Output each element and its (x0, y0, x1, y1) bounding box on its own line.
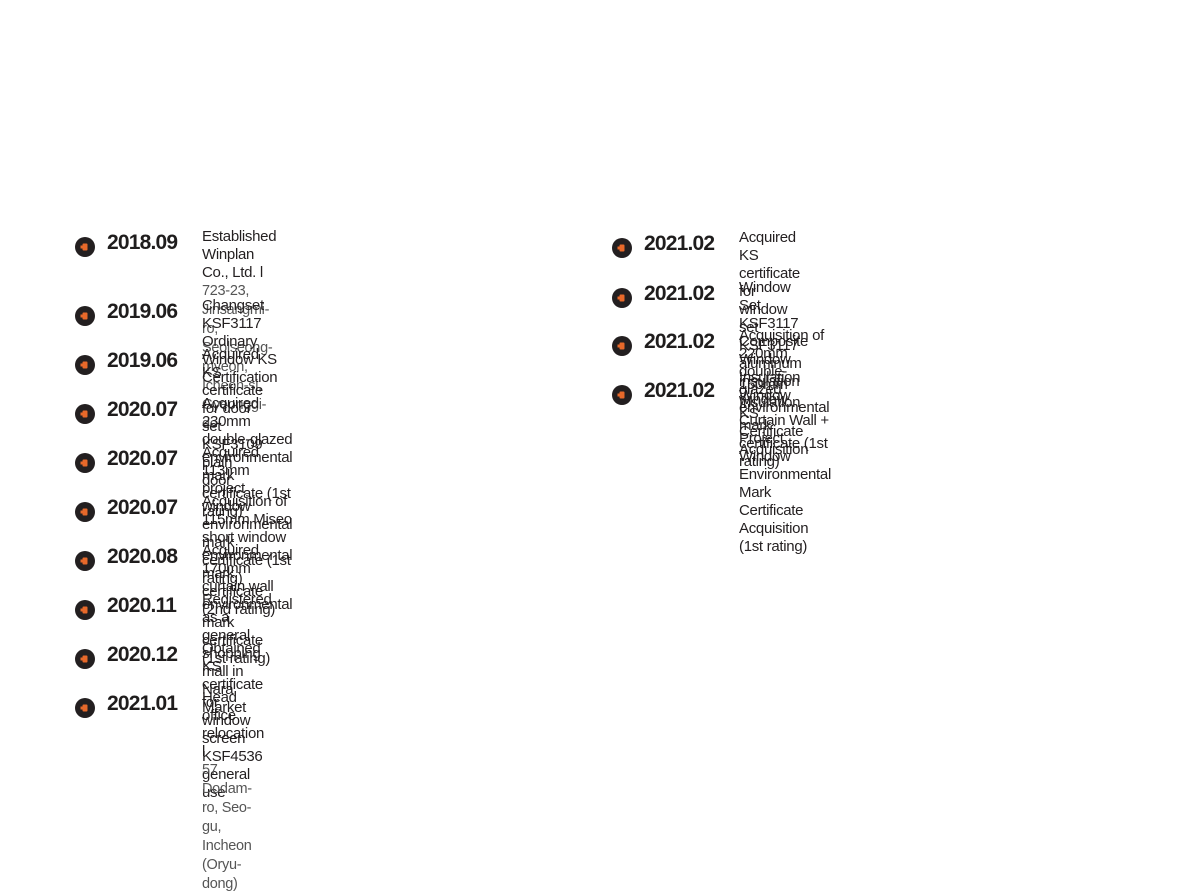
orange-marker-icon (75, 306, 95, 326)
history-description-line: Acquired 230mm double-glazed environment… (202, 395, 293, 484)
history-address-line: 723-23, Jinsangmi-ro, Seolseong-myeon, I… (202, 283, 273, 394)
history-description-line: Acquired KS certificate for window set K… (739, 229, 800, 354)
history-year: 2020.07 (107, 447, 178, 470)
history-description-line: (1st rating) (202, 650, 271, 667)
history-year: 2020.07 (107, 398, 178, 421)
history-description-line: Changset KSF3117 Ordinary Window KS Cert… (202, 297, 278, 386)
history-description-line: certificate (1st rating) (202, 485, 291, 520)
orange-marker-icon (75, 649, 95, 669)
history-description: Acquisition of 220mm double-glazed envir… (739, 327, 830, 471)
history-description-line: Acquisition of 220mm double-glazed envir… (739, 327, 830, 416)
history-year: 2020.11 (107, 594, 177, 617)
history-year: 2021.01 (107, 692, 178, 715)
orange-marker-icon (75, 237, 95, 257)
orange-marker-icon (75, 698, 95, 718)
history-description: Changset KSF3117 Ordinary Window KS Cert… (202, 297, 278, 387)
history-description-line: mark certificate (2nd rating) (202, 565, 276, 618)
history-description: Acquired 113mm project window environmen… (202, 444, 293, 588)
orange-marker-icon (75, 600, 95, 620)
history-year: 2021.02 (644, 330, 715, 353)
history-year: 2019.06 (107, 349, 178, 372)
history-description-line: 150mm Insulation Curtain Wall + Project … (739, 376, 829, 465)
history-description: Acquired KS certificate for window set K… (739, 229, 802, 409)
orange-marker-icon (75, 502, 95, 522)
orange-marker-icon (612, 238, 632, 258)
orange-marker-icon (612, 385, 632, 405)
history-description-line: Acquisition of 115mm Miseo short window … (202, 493, 293, 564)
history-description: 150mm Insulation Curtain Wall + Project … (739, 376, 831, 556)
history-year: 2020.08 (107, 545, 178, 568)
history-address-line: 57, Dodam-ro, Seo-gu, Incheon (Oryu-dong… (202, 762, 252, 892)
history-year: 2019.06 (107, 300, 178, 323)
history-address-line: Gyeonggi-do (202, 397, 267, 432)
history-description-line: Window Set KSF3117 Composite Window Insu… (739, 279, 808, 386)
history-description-line: Established Winplan Co., Ltd. l (202, 228, 277, 281)
history-description: Acquired 230mm double-glazed environment… (202, 395, 293, 521)
orange-marker-icon (612, 336, 632, 356)
history-description-line: Acquired 113mm project window environmen… (202, 444, 293, 551)
orange-marker-icon (612, 288, 632, 308)
history-description-line: certificate (1st rating) (202, 552, 291, 587)
history-description: Acquired 170mm curtain wall environmenta… (202, 542, 293, 668)
history-year: 2021.02 (644, 232, 715, 255)
history-description-line: Environmental Mark Certificate Acquisiti… (739, 466, 831, 555)
history-description-line: Registered as a general shopping mall in… (202, 591, 272, 716)
history-description: Acquisition of 115mm Miseo short window … (202, 493, 293, 619)
history-description: Acquired KS certificate for door set KSF… (202, 346, 263, 490)
history-year: 2021.02 (644, 379, 715, 402)
history-description-line: Acquired 170mm curtain wall environmenta… (202, 542, 293, 649)
history-description: Registered as a general shopping mall in… (202, 591, 272, 717)
history-year: 2020.07 (107, 496, 178, 519)
orange-marker-icon (75, 551, 95, 571)
history-description-line: Head office relocation l (202, 689, 265, 760)
history-description-line: Acquired KS certificate for door set KSF… (202, 346, 263, 489)
history-year: 2020.12 (107, 643, 178, 666)
orange-marker-icon (75, 355, 95, 375)
orange-marker-icon (75, 404, 95, 424)
history-description-line: aluminum insulation window (739, 355, 802, 408)
orange-marker-icon (75, 453, 95, 473)
history-year: 2018.09 (107, 231, 178, 254)
history-description: Window Set KSF3117 Composite Window Insu… (739, 279, 809, 459)
history-year: 2021.02 (644, 282, 715, 305)
history-description-line: Window KS Certificate Acquisition (739, 387, 809, 458)
history-description-line: mark certificate (1st rating) (739, 417, 828, 470)
